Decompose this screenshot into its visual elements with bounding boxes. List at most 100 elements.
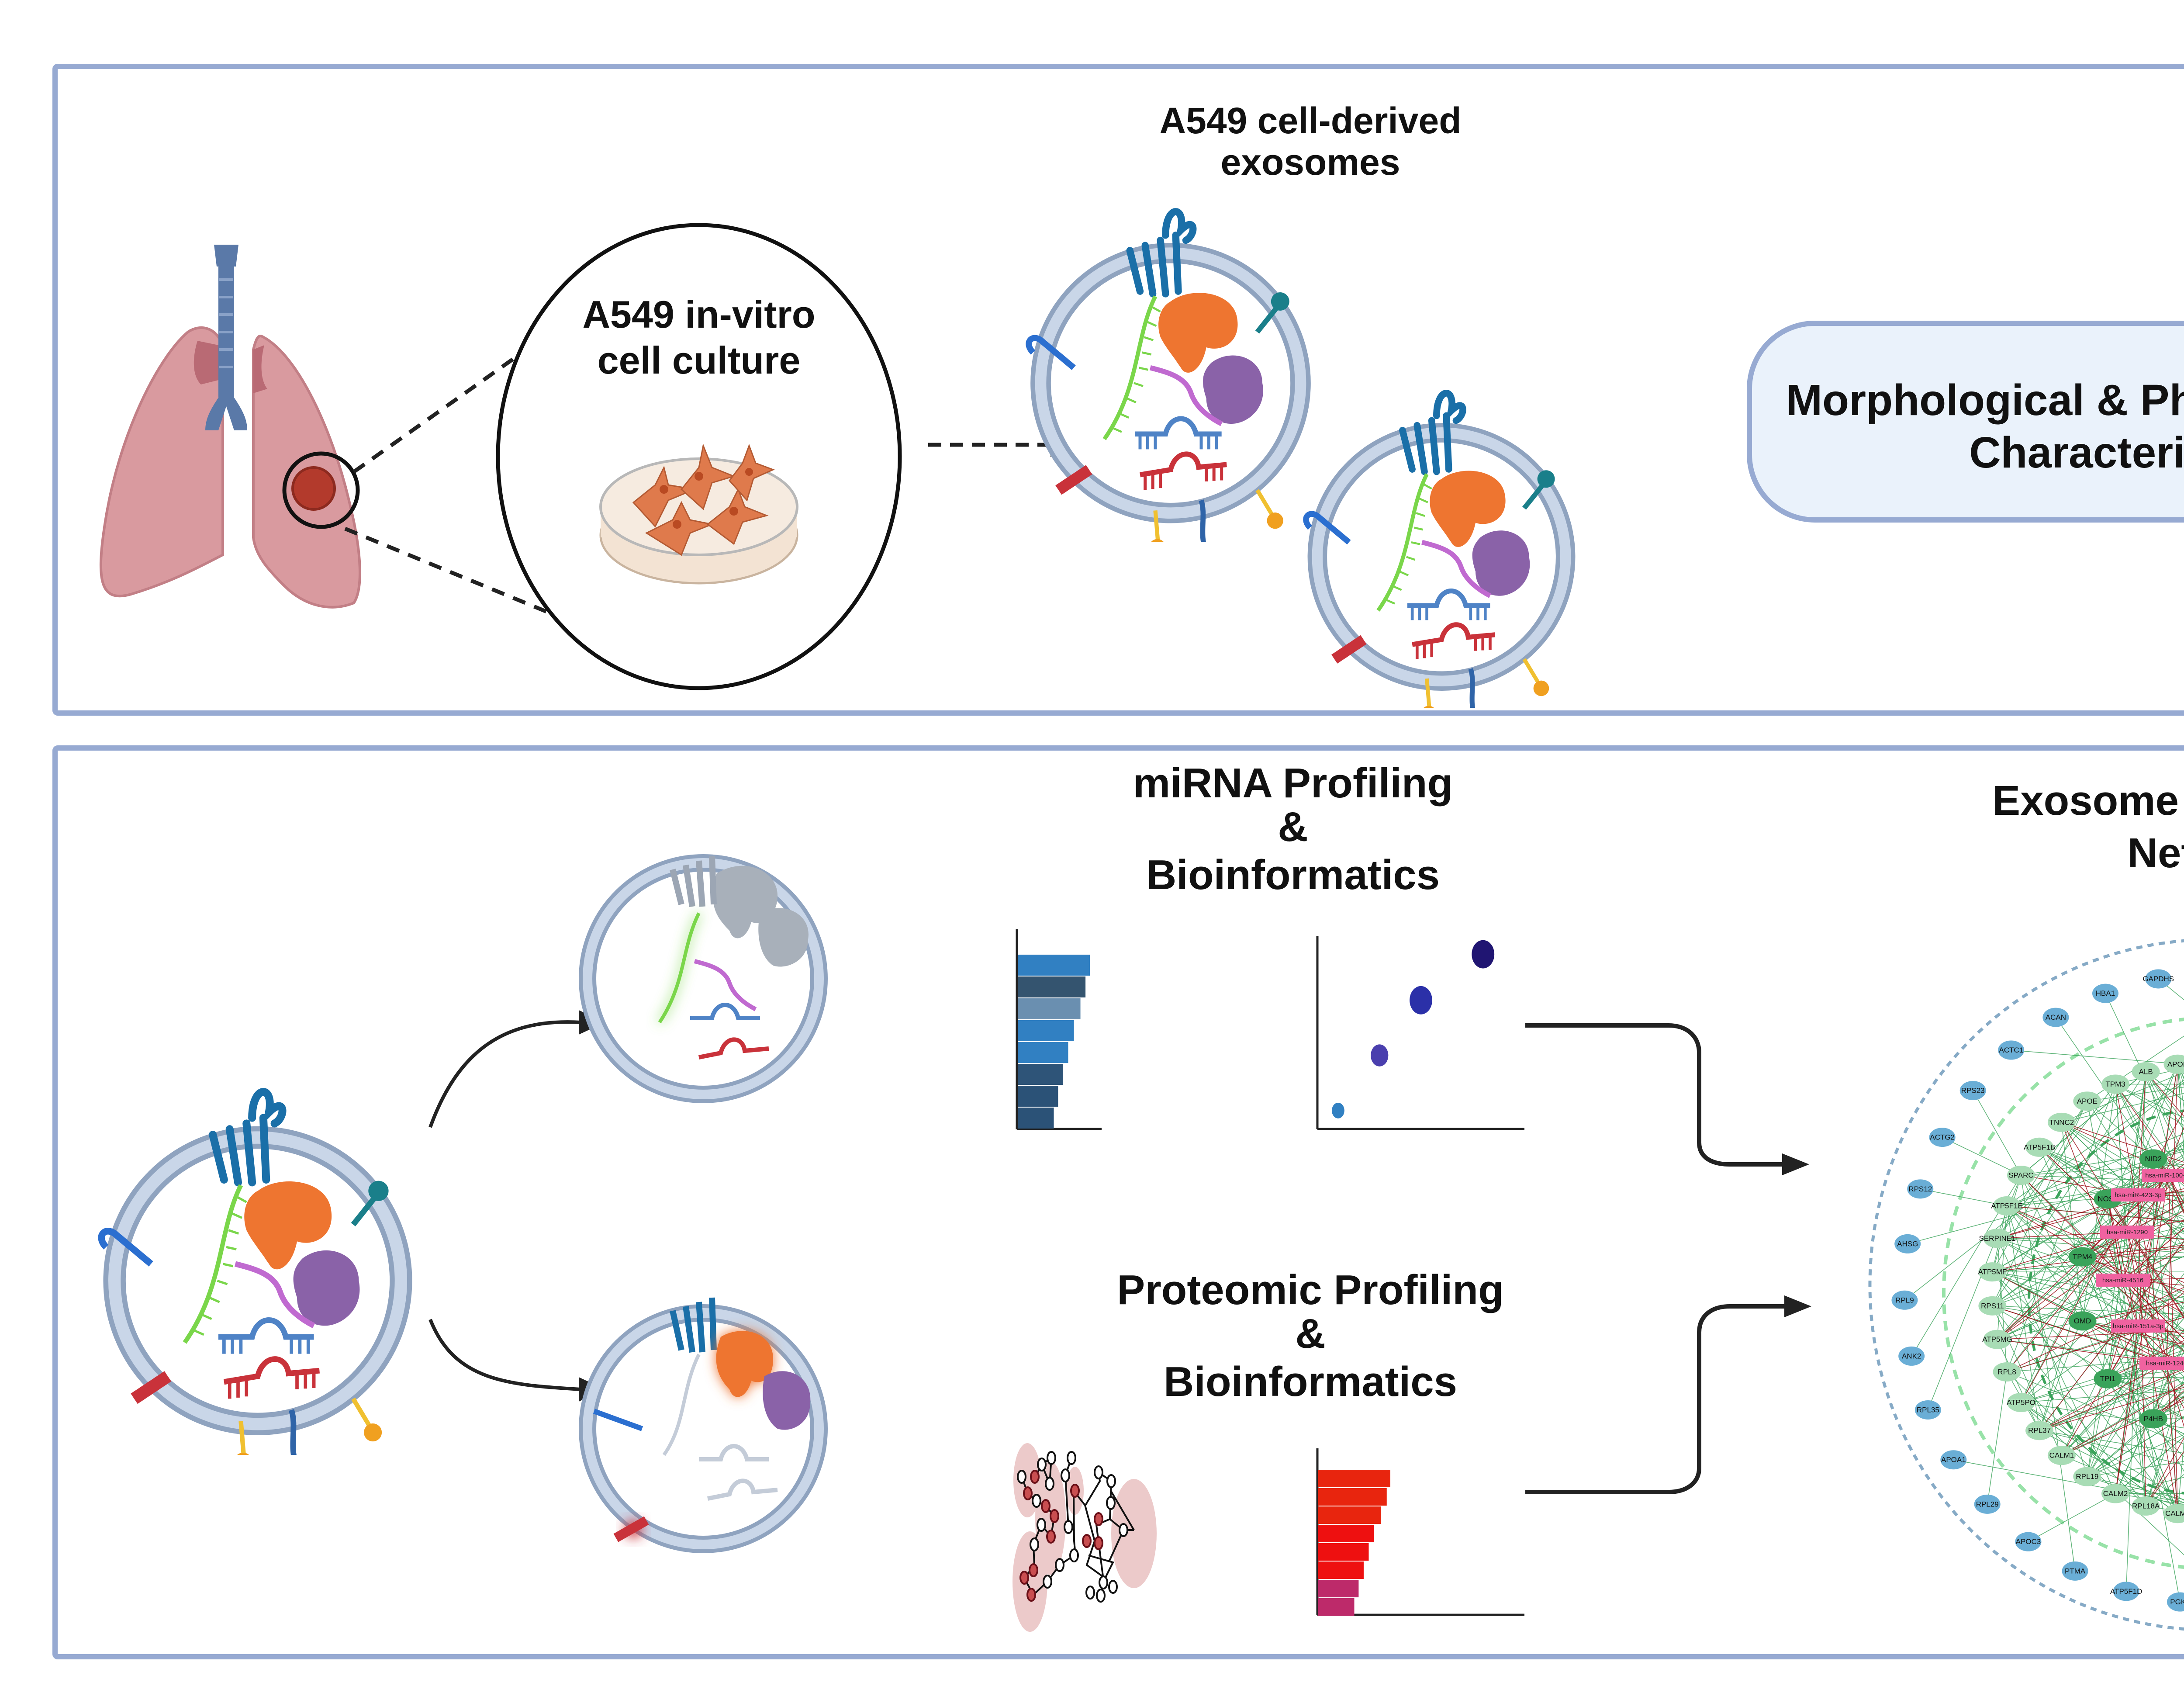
mirna-bar xyxy=(1018,955,1090,976)
network-edge xyxy=(1992,1257,2184,1272)
network-edge xyxy=(1997,1238,2184,1351)
network-edge xyxy=(2145,1376,2184,1506)
network-edge xyxy=(1992,1271,2184,1318)
network-edge xyxy=(2007,1080,2184,1206)
network-edge-mirna xyxy=(2082,1320,2184,1362)
mirna-bar-chart xyxy=(1016,929,1102,1130)
network-node-mid_nodes: CALM2 xyxy=(2101,1484,2130,1503)
network-node-label: GAPDHS xyxy=(2143,975,2174,983)
network-node-label: CALM2 xyxy=(2103,1489,2128,1498)
network-node-label: ALB xyxy=(2139,1068,2153,1076)
network-edge-mirna xyxy=(2122,1227,2184,1281)
network-edge xyxy=(2115,1084,2184,1118)
network-node-label: RPS12 xyxy=(1908,1185,1932,1193)
network-edge-mirna xyxy=(2138,1195,2184,1197)
network-edge xyxy=(2006,1084,2116,1372)
network-title-line1: Exosome Interactome xyxy=(1992,777,2184,824)
network-node-mirna: hsa-miR-1246 xyxy=(2139,1357,2184,1370)
network-node-mid_nodes: ATP5F1E xyxy=(1991,1196,2023,1216)
network-node-label: RPL29 xyxy=(1976,1500,1999,1508)
network-edge-mirna xyxy=(2122,1248,2184,1281)
network-edge xyxy=(2107,1273,2184,1379)
network-edge-mirna xyxy=(2153,1396,2184,1419)
network-node-mid_nodes: ALB xyxy=(2132,1062,2160,1082)
branch-arrow-protein xyxy=(429,1319,581,1391)
network-edge-mirna xyxy=(1992,1232,2128,1272)
network-edge xyxy=(2108,1369,2184,1379)
network-node-outer_nodes: PTMA xyxy=(2062,1561,2088,1581)
network-edge xyxy=(2011,1049,2184,1065)
network-edge xyxy=(1992,1209,2184,1306)
network-node-mirna: hsa-miR-4516 xyxy=(2096,1274,2150,1287)
network-edge-mirna xyxy=(2061,1122,2139,1326)
network-node-outer_nodes: RPS23 xyxy=(1959,1081,1986,1101)
network-edge-mirna xyxy=(2138,1292,2184,1326)
network-edge xyxy=(2108,1378,2184,1394)
network-edge xyxy=(2115,1341,2184,1494)
network-node-label: HBA1 xyxy=(2096,989,2115,997)
network-node-label: CALM1 xyxy=(2049,1451,2074,1460)
network-node-label: RPS11 xyxy=(1981,1302,2004,1310)
network-edge xyxy=(2115,1477,2184,1494)
network-node-label: ANK2 xyxy=(1902,1352,1921,1360)
network-edge-mirna xyxy=(2166,1363,2178,1514)
network-node-label: RPL9 xyxy=(1895,1296,1914,1304)
network-node-label: ATP5F1D xyxy=(2110,1587,2142,1596)
network-node-outer_nodes: APOC3 xyxy=(2015,1532,2042,1551)
culture-label-line1: A549 in-vitro xyxy=(582,293,815,336)
network-edge xyxy=(2108,1198,2184,1225)
network-edge xyxy=(1992,1305,2184,1368)
network-edge xyxy=(2039,1147,2184,1232)
network-edge xyxy=(2153,1418,2184,1434)
network-edge-mirna xyxy=(2039,1387,2184,1431)
network-node-label: PTMA xyxy=(2065,1567,2086,1575)
proteomic-bar xyxy=(1318,1470,1390,1487)
network-node-mid_nodes: SPARC xyxy=(2007,1166,2035,1185)
network-edge xyxy=(1992,1271,2178,1514)
proteomic-bar xyxy=(1318,1598,1355,1616)
network-edge xyxy=(1942,1137,2022,1176)
network-edge-mirna xyxy=(1997,1232,2128,1340)
network-edge xyxy=(2039,1147,2184,1235)
network-node-mid_nodes: RPL8 xyxy=(1993,1362,2021,1382)
network-edge xyxy=(2021,1402,2184,1429)
network-edge-mirna xyxy=(2115,1084,2167,1364)
network-node-label: ACTC1 xyxy=(1999,1046,2023,1054)
network-node-label: ACTG2 xyxy=(1930,1133,1955,1142)
network-edge xyxy=(1920,1188,2007,1206)
network-edge xyxy=(2087,1328,2184,1477)
network-edge-mirna xyxy=(2115,1326,2139,1494)
scatter-point xyxy=(1332,1102,1344,1118)
network-edge xyxy=(1997,1339,2040,1431)
characterization-line2: Characterization xyxy=(1969,428,2184,477)
network-edge xyxy=(2177,1064,2184,1157)
network-node-label: TPM3 xyxy=(2105,1080,2125,1088)
network-node-mid_nodes: ATP5F1B xyxy=(2024,1137,2055,1157)
network-edge-mirna xyxy=(2007,1205,2184,1283)
network-node-mid_nodes: RPL18A xyxy=(2132,1496,2160,1516)
mirna-bar xyxy=(1018,1064,1063,1085)
network-node-mid_nodes: ATP5MG xyxy=(1982,1330,2012,1349)
tumor-icon xyxy=(291,466,336,511)
network-node-label: ACAN xyxy=(2046,1013,2066,1021)
network-node-label: PGK2 xyxy=(2170,1598,2184,1606)
network-edge-mirna xyxy=(2127,1232,2184,1240)
network-node-label: AHSG xyxy=(1897,1240,1918,1248)
network-edge xyxy=(1997,1238,2184,1299)
network-edge xyxy=(1992,1271,2184,1351)
network-edge-mirna xyxy=(2168,1175,2178,1514)
lung-icon xyxy=(99,245,361,609)
proteomic-title-line1: Proteomic Profiling xyxy=(1117,1267,1503,1313)
culture-label-line2: cell culture xyxy=(598,339,801,382)
network-edge xyxy=(2082,1256,2184,1330)
network-node-outer_nodes: PGK2 xyxy=(2167,1592,2184,1612)
network-edge-mirna xyxy=(2082,1256,2184,1292)
mirna-scatter-plot xyxy=(1316,936,1524,1130)
network-edge xyxy=(2061,1330,2184,1456)
network-edge xyxy=(2087,1416,2184,1477)
network-edge xyxy=(1987,1371,2008,1504)
network-node-outer_nodes: APOA1 xyxy=(1940,1450,1967,1470)
network-edge xyxy=(2007,1357,2184,1372)
network-edge xyxy=(2115,1493,2184,1505)
network-node-label: APOA1 xyxy=(1941,1456,1966,1464)
